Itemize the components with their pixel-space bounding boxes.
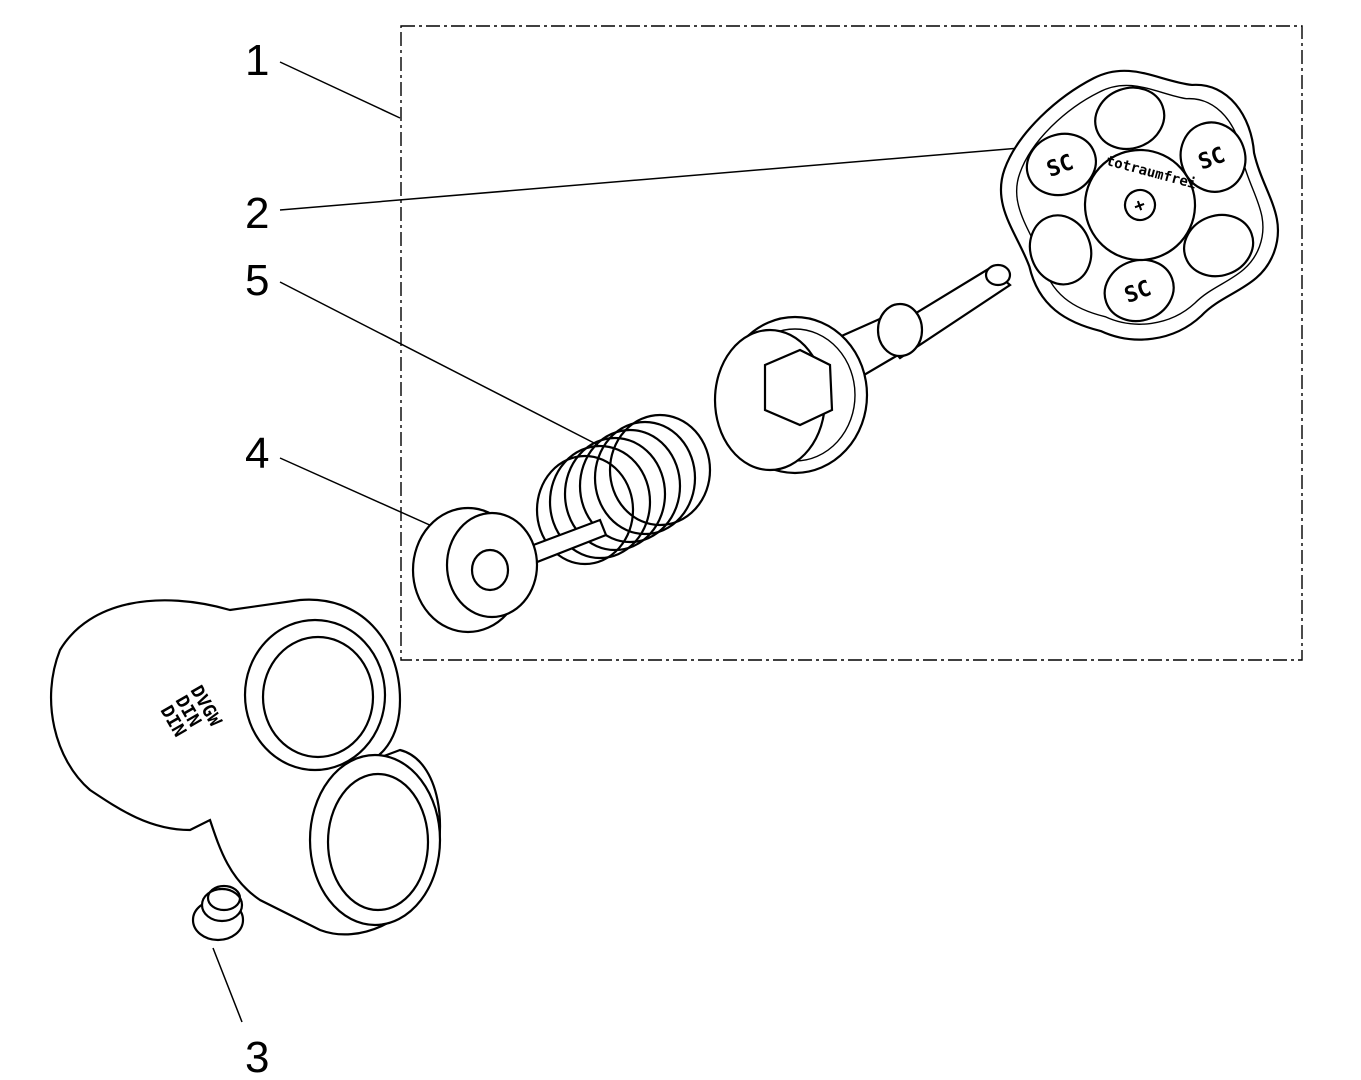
handwheel: + totraumfrei SC SC SC [999, 69, 1280, 341]
leader-4 [279, 457, 453, 536]
callout-3: 3 [245, 1033, 269, 1080]
leader-5 [279, 281, 599, 446]
assembly-dashed-box [400, 25, 1303, 661]
plug [191, 884, 245, 942]
valve-body: DVGW DIN DIN [49, 598, 442, 936]
callout-4: 4 [245, 429, 269, 478]
valve-disc [411, 506, 608, 634]
callout-2: 2 [245, 189, 269, 238]
leader-3 [212, 947, 243, 1023]
leader-lines [212, 61, 1021, 1023]
leader-1 [279, 61, 401, 119]
spindle-assembly [713, 263, 1012, 475]
spring [535, 413, 712, 566]
callout-5: 5 [245, 256, 269, 305]
leader-2 [279, 147, 1021, 211]
callout-1: 1 [245, 36, 269, 85]
